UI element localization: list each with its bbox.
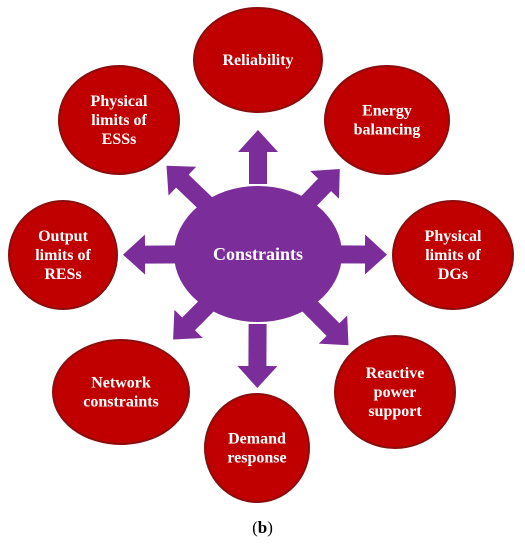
node-ellipse-output-limits-ress bbox=[8, 200, 118, 310]
arrow-to-physical-limits-esss bbox=[166, 165, 214, 212]
node-label-reliability: Reliability bbox=[222, 52, 293, 69]
node-label-line: Physical bbox=[425, 228, 482, 245]
arrow-to-reliability bbox=[238, 130, 278, 184]
node-output-limits-ress: Output limits of RESs bbox=[8, 200, 118, 310]
center-layer: Constraints bbox=[174, 186, 342, 322]
node-label-demand-response: Demand response bbox=[227, 431, 286, 467]
node-label-line: constraints bbox=[83, 394, 159, 411]
node-ellipse-physical-limits-esss bbox=[58, 65, 180, 175]
caption-open: ( bbox=[252, 518, 258, 537]
node-label-line: support bbox=[368, 403, 422, 420]
arrow-to-physical-limits-dgs bbox=[328, 234, 387, 275]
node-physical-limits-dgs: Physical limits of DGs bbox=[392, 200, 514, 310]
node-label-line: Energy bbox=[362, 103, 412, 120]
node-label-line: limits of bbox=[35, 247, 91, 264]
figure-caption: (b) bbox=[0, 518, 525, 538]
node-label-line: Reliability bbox=[222, 52, 293, 69]
node-label-line: power bbox=[374, 384, 417, 401]
node-label-line: limits of bbox=[91, 112, 147, 129]
node-label-physical-limits-dgs: Physical limits of DGs bbox=[425, 228, 482, 283]
node-ellipse-demand-response bbox=[204, 393, 310, 503]
node-label-line: Output bbox=[38, 228, 88, 245]
node-label-line: Network bbox=[91, 375, 151, 392]
center-label: Constraints bbox=[213, 244, 303, 264]
arrow-to-network-constraints bbox=[173, 297, 216, 340]
node-label-line: Demand bbox=[228, 431, 286, 448]
node-label-line: balancing bbox=[354, 122, 421, 139]
arrow-to-output-limits-ress bbox=[123, 234, 188, 275]
node-label-line: Physical bbox=[91, 93, 148, 110]
center-ellipse bbox=[174, 186, 342, 322]
node-label-network-constraints: Network constraints bbox=[83, 375, 159, 411]
node-ellipse-physical-limits-dgs bbox=[392, 200, 514, 310]
node-label-output-limits-ress: Output limits of RESs bbox=[35, 228, 91, 283]
node-label-energy-balancing: Energy balancing bbox=[354, 103, 421, 139]
node-label-line: ESSs bbox=[102, 131, 137, 148]
node-demand-response: Demand response bbox=[204, 393, 310, 503]
node-reliability: Reliability bbox=[193, 7, 323, 113]
node-ellipse-reactive-power-support bbox=[334, 335, 456, 449]
node-network-constraints: Network constraints bbox=[52, 339, 190, 445]
node-ellipse-network-constraints bbox=[52, 339, 190, 445]
node-label-line: Reactive bbox=[366, 365, 425, 382]
node-energy-balancing: Energy balancing bbox=[324, 65, 450, 175]
arrows-layer bbox=[123, 130, 387, 388]
arrow-to-demand-response bbox=[237, 324, 278, 388]
node-label-line: response bbox=[227, 450, 286, 467]
arrow-to-reactive-power-support bbox=[300, 297, 349, 346]
node-label-reactive-power-support: Reactive power support bbox=[366, 365, 425, 420]
node-ellipse-energy-balancing bbox=[324, 65, 450, 175]
node-label-line: DGs bbox=[438, 266, 468, 283]
node-reactive-power-support: Reactive power support bbox=[334, 335, 456, 449]
caption-close: ) bbox=[267, 518, 273, 537]
node-label-physical-limits-esss: Physical limits of ESSs bbox=[91, 93, 148, 148]
node-physical-limits-esss: Physical limits of ESSs bbox=[58, 65, 180, 175]
node-label-line: limits of bbox=[425, 247, 481, 264]
node-ellipse-reliability bbox=[193, 7, 323, 113]
node-label-line: RESs bbox=[44, 266, 81, 283]
arrow-to-energy-balancing bbox=[300, 169, 340, 210]
caption-letter: b bbox=[257, 518, 268, 537]
